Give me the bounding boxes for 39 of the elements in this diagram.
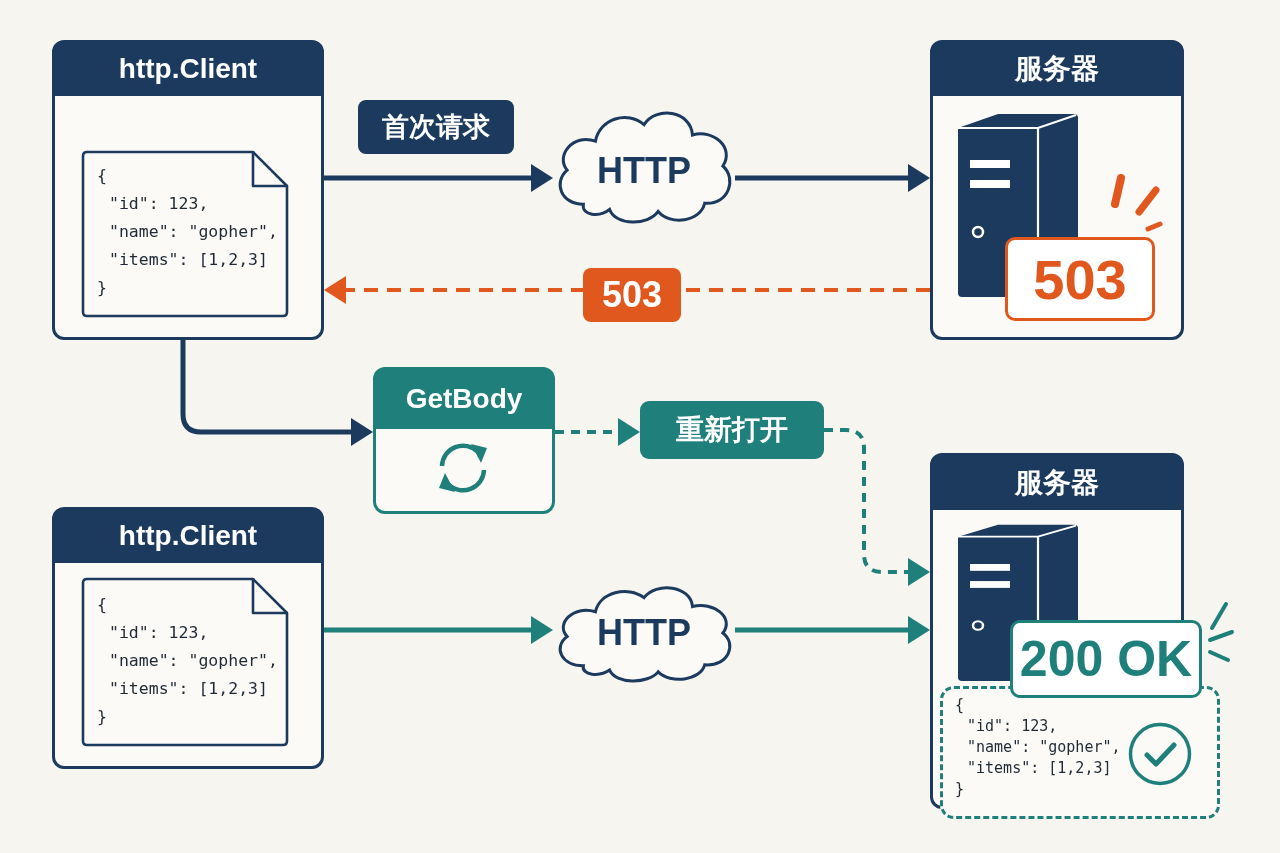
- panel-header: http.Client: [54, 509, 322, 563]
- code-line: "id": 123,: [109, 193, 209, 215]
- server-panel: [930, 40, 1184, 340]
- code-line: }: [955, 779, 965, 800]
- client-panel: [52, 507, 324, 769]
- panel-header: 服务器: [932, 42, 1182, 96]
- code-line: {: [955, 695, 965, 716]
- step-box: 重新打开: [640, 401, 824, 459]
- code-line: "items": [1,2,3]: [967, 758, 1112, 779]
- code-line: }: [97, 277, 107, 299]
- arrow: [180, 340, 373, 446]
- code-line: }: [97, 706, 107, 728]
- document-card: [81, 577, 289, 747]
- code-line: "name": "gopher",: [109, 650, 278, 672]
- code-line: "items": [1,2,3]: [109, 249, 268, 271]
- status-badge: 503: [1005, 237, 1155, 321]
- code-line: "name": "gopher",: [109, 221, 278, 243]
- arrow: [824, 428, 930, 586]
- arrow: [735, 616, 930, 644]
- panel-header: 服务器: [932, 455, 1182, 510]
- code-line: "id": 123,: [967, 716, 1058, 737]
- arrow: [324, 616, 553, 644]
- code-line: {: [97, 165, 107, 187]
- code-line: {: [97, 594, 107, 616]
- document-card: [81, 150, 289, 318]
- code-line: "items": [1,2,3]: [109, 678, 268, 700]
- arrow: [555, 418, 640, 446]
- arrow: [735, 164, 930, 192]
- panel-header: GetBody: [375, 369, 553, 429]
- code-panel: [940, 686, 1220, 819]
- status-badge: 200 OK: [1010, 620, 1202, 698]
- panel-header: http.Client: [54, 42, 322, 96]
- code-line: "id": 123,: [109, 622, 209, 644]
- method-panel: [373, 367, 555, 514]
- edge-label: 503: [583, 268, 681, 322]
- edge-label: 首次请求: [358, 100, 514, 154]
- arrow: [324, 164, 553, 192]
- client-panel: [52, 40, 324, 340]
- code-line: "name": "gopher",: [967, 737, 1121, 758]
